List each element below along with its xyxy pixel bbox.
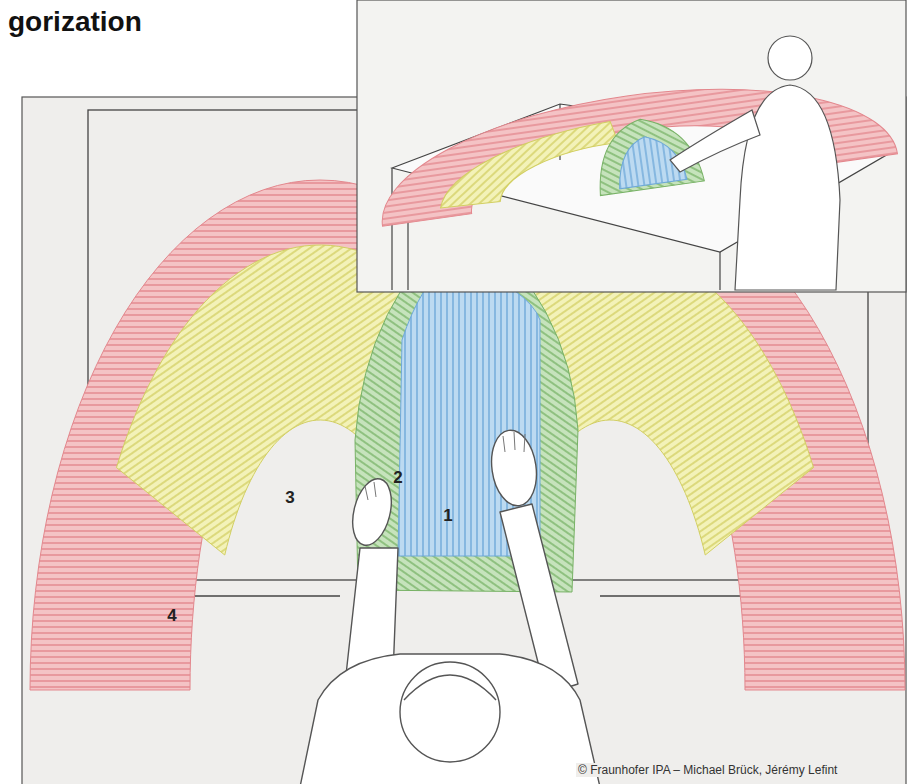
zone-number: 4 <box>167 607 176 624</box>
right-hand <box>487 427 541 508</box>
heading: gorization <box>8 6 142 38</box>
zone-number: 2 <box>393 469 402 486</box>
head <box>400 662 500 762</box>
torso <box>300 654 600 784</box>
copyright-note: © Fraunhofer IPA – Michael Brück, Jérémy… <box>576 763 839 777</box>
zone-number: 3 <box>285 489 294 506</box>
inset-worker <box>670 36 840 290</box>
inset-zone-3 <box>432 121 624 210</box>
inset-frame <box>357 0 906 292</box>
zone-number: 1 <box>443 507 452 524</box>
cap-line <box>404 675 496 700</box>
left-hand <box>346 475 397 550</box>
